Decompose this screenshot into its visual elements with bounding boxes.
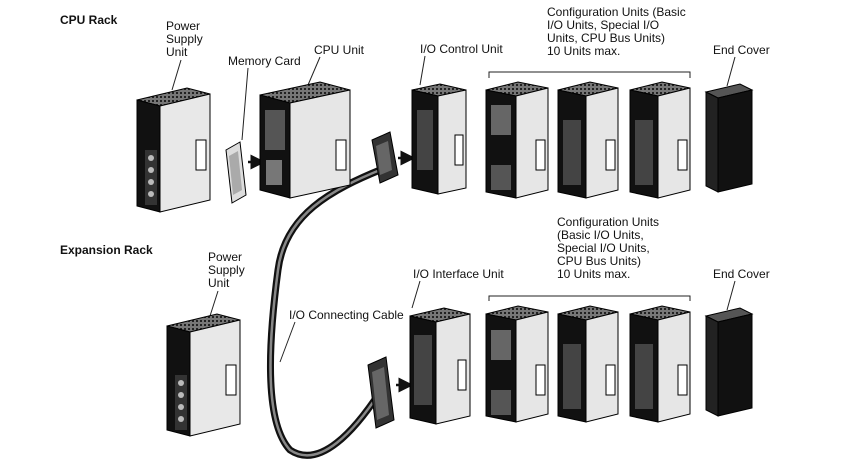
exp-config-units-label: Configuration Units (Basic I/O Units, Sp…	[557, 215, 660, 281]
cpu-end-cover-label: End Cover	[713, 43, 770, 57]
io-connecting-cable	[267, 164, 387, 459]
cable-connector-bottom	[367, 356, 395, 429]
exp-config-unit-2	[557, 305, 619, 423]
cpu-power-leader	[171, 59, 182, 91]
cpu-power-supply-label: Power Supply Unit	[166, 19, 203, 59]
io-control-leader	[419, 55, 426, 86]
memory-card	[225, 141, 247, 204]
cpu-config-units-label: Configuration Units (Basic I/O Units, Sp…	[547, 5, 686, 58]
cpu-unit-label: CPU Unit	[314, 43, 365, 57]
cpu-config-unit-1	[485, 81, 549, 199]
exp-end-cover-leader	[726, 280, 736, 311]
io-interface-leader	[411, 280, 421, 309]
cpu-end-cover	[704, 83, 754, 193]
cpu-unit	[259, 81, 351, 199]
exp-config-bracket	[488, 295, 691, 301]
cpu-rack-title: CPU Rack	[60, 13, 118, 27]
io-interface-unit	[409, 307, 471, 425]
cpu-config-unit-3	[629, 81, 691, 199]
exp-config-unit-1	[485, 305, 549, 423]
cpu-config-unit-2	[557, 81, 619, 199]
exp-end-cover-label: End Cover	[713, 267, 770, 281]
cable-leader	[279, 321, 296, 363]
memory-card-leader	[241, 67, 249, 141]
io-control-unit-label: I/O Control Unit	[420, 42, 503, 56]
io-connecting-cable-label: I/O Connecting Cable	[289, 308, 404, 322]
exp-end-cover	[704, 307, 754, 417]
cpu-power-supply-unit	[136, 87, 211, 213]
io-connecting-cable-highlight	[269, 166, 386, 457]
expansion-rack-title: Expansion Rack	[60, 243, 153, 257]
io-interface-unit-label: I/O Interface Unit	[413, 267, 504, 281]
cpu-config-bracket	[488, 71, 691, 78]
exp-power-supply-label: Power Supply Unit	[208, 250, 245, 290]
memory-card-label: Memory Card	[228, 54, 301, 68]
exp-config-unit-3	[629, 305, 691, 423]
exp-power-leader	[209, 290, 219, 317]
exp-power-supply-unit	[166, 313, 241, 437]
cable-connector-top	[371, 131, 399, 184]
io-control-unit	[411, 83, 467, 195]
cpu-end-cover-leader	[726, 56, 736, 87]
